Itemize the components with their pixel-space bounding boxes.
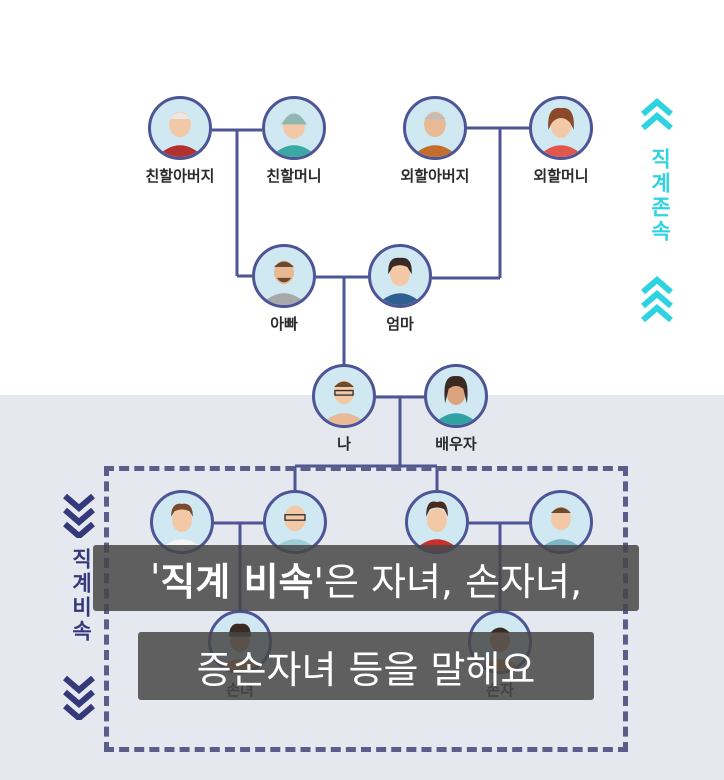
me-avatar bbox=[312, 364, 376, 428]
paternal-grandmother-name: 친할머니 bbox=[266, 167, 322, 185]
descendants-label: 직계비속 bbox=[69, 548, 93, 644]
chevrons-up-icon bbox=[641, 98, 673, 131]
daughter-avatar bbox=[150, 490, 214, 554]
caption-line-1-rest: '은 자녀, 손자녀, bbox=[313, 559, 583, 604]
caption-line-2-text: 증손자녀 등을 말해요 bbox=[196, 647, 536, 692]
father-avatar bbox=[252, 244, 316, 308]
caption-quote-open: ' bbox=[149, 556, 161, 600]
mother-avatar bbox=[368, 244, 432, 308]
maternal-grandmother-avatar bbox=[529, 96, 593, 160]
father-name: 아빠 bbox=[270, 315, 298, 333]
mother-name: 엄마 bbox=[386, 315, 414, 333]
spouse-name: 배우자 bbox=[435, 435, 477, 453]
paternal-grandmother-avatar bbox=[262, 96, 326, 160]
caption-highlight: 직계 비속 bbox=[160, 559, 314, 604]
maternal-grandmother-name: 외할머니 bbox=[533, 167, 589, 185]
caption-line-1: '직계 비속'은 자녀, 손자녀, bbox=[93, 545, 639, 611]
chevrons-down-icon-2 bbox=[63, 675, 95, 720]
caption-line-2: 증손자녀 등을 말해요 bbox=[138, 632, 594, 700]
paternal-grandfather-avatar bbox=[148, 96, 212, 160]
chevrons-down-icon bbox=[63, 493, 95, 538]
paternal-grandfather-name: 친할아버지 bbox=[145, 167, 215, 185]
maternal-grandfather-name: 외할아버지 bbox=[400, 167, 470, 185]
spouse-avatar bbox=[424, 364, 488, 428]
me-name: 나 bbox=[337, 435, 351, 453]
chevrons-up-icon-2 bbox=[641, 276, 673, 323]
daughter-2-avatar bbox=[405, 490, 469, 554]
maternal-grandfather-avatar bbox=[403, 96, 467, 160]
son-avatar bbox=[263, 490, 327, 554]
ancestors-label: 직계존속 bbox=[648, 148, 672, 244]
